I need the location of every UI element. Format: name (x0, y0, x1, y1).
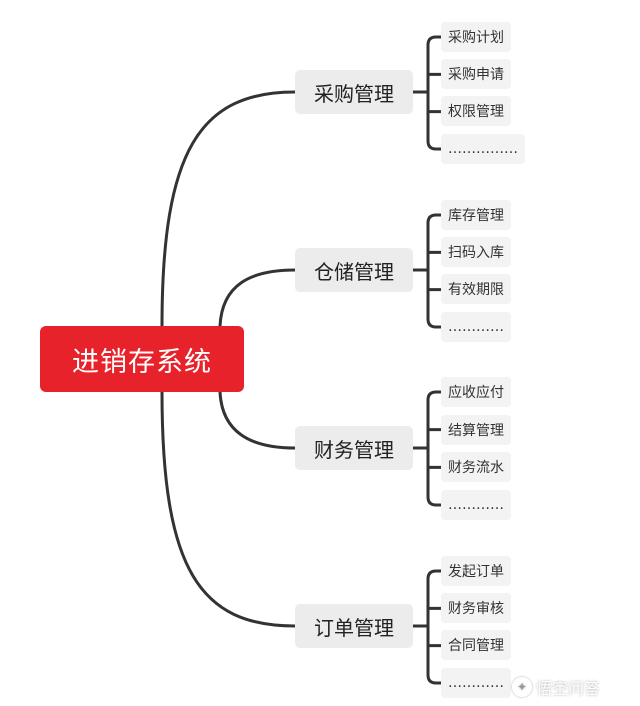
branch-leaf-connector (426, 35, 443, 151)
branch-node-purchase: 采购管理 (295, 70, 413, 114)
leaf-item: 采购申请 (441, 59, 511, 89)
branch-node-warehouse: 仓储管理 (295, 248, 413, 292)
branch-leaf-connector (426, 213, 443, 329)
leaf-item: 应收应付 (441, 377, 511, 407)
watermark-text: 悟空问答 (536, 679, 601, 698)
leaf-item: 扫码入库 (441, 237, 511, 267)
root-branch-connector (160, 90, 297, 328)
leaf-item: 权限管理 (441, 96, 511, 126)
leaf-item: 结算管理 (441, 415, 511, 445)
root-label: 进销存系统 (72, 346, 212, 378)
root-node: 进销存系统 (40, 326, 244, 392)
branch-label: 财务管理 (314, 437, 394, 462)
root-branch-connector (160, 390, 297, 628)
branch-label: 订单管理 (314, 615, 394, 640)
leaf-item: ………… (441, 312, 511, 342)
leaf-item: 有效期限 (441, 274, 511, 304)
branch-leaf-connector (426, 569, 443, 685)
branch-node-finance: 财务管理 (295, 426, 413, 470)
root-branch-connector (218, 390, 297, 450)
leaf-item: 财务流水 (441, 452, 511, 482)
watermark: ✦ 悟空问答 (512, 673, 600, 701)
branch-leaf-connector (426, 390, 443, 507)
leaf-item: …………… (441, 134, 525, 164)
leaf-item: 发起订单 (441, 556, 511, 586)
leaf-item: 采购计划 (441, 22, 511, 52)
leaf-item: 库存管理 (441, 200, 511, 230)
leaf-item: 财务审核 (441, 593, 511, 623)
root-branch-connector (218, 268, 297, 328)
leaf-item: ………… (441, 490, 511, 520)
branch-node-order: 订单管理 (295, 604, 413, 648)
branch-label: 仓储管理 (314, 259, 394, 284)
logo-icon: ✦ (512, 677, 532, 697)
leaf-item: ………… (441, 668, 511, 698)
leaf-item: 合同管理 (441, 630, 511, 660)
branch-label: 采购管理 (314, 81, 394, 106)
